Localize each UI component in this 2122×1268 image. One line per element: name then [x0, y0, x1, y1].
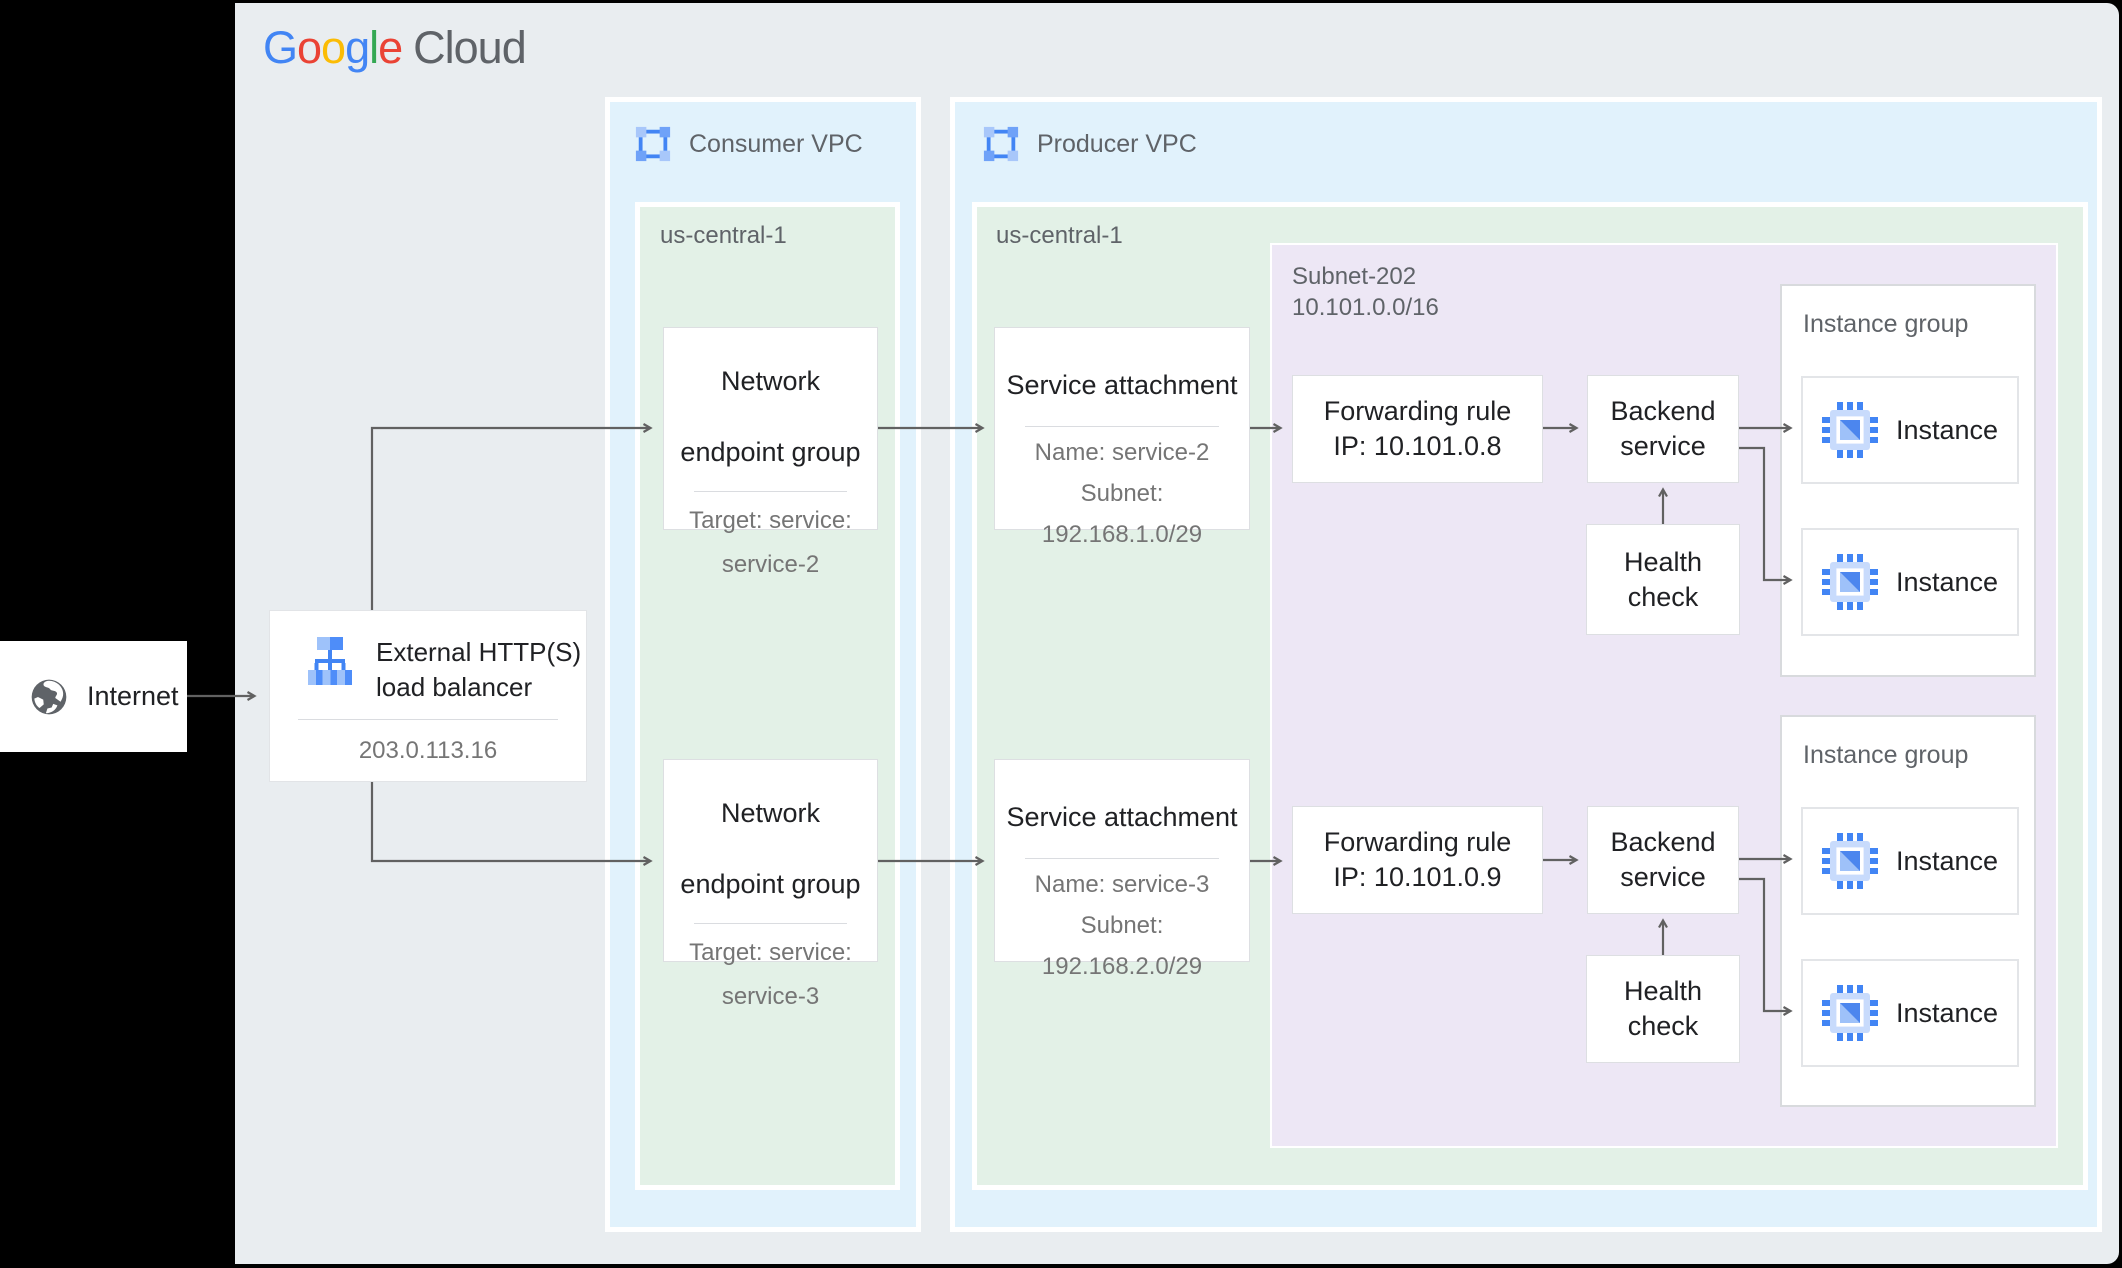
lb-ip-address: 203.0.113.16 — [358, 737, 498, 764]
sa2-sub-line2: Subnet: — [1080, 912, 1164, 939]
bs2-line2: service — [1620, 862, 1706, 892]
sa2-sub-line3: 192.168.2.0/29 — [1041, 953, 1203, 980]
subnet-label: Subnet-202 10.101.0.0/16 — [1292, 261, 1439, 323]
consumer-vpc-header: Consumer VPC — [634, 122, 863, 166]
lb-title-line1: External HTTP(S) — [376, 637, 582, 667]
producer-region-label: us-central-1 — [996, 222, 1123, 249]
fr2-line2: IP: 10.101.0.9 — [1333, 862, 1502, 892]
instance-node: Instance — [1801, 959, 2019, 1067]
google-wordmark: Google — [263, 22, 403, 73]
instance-node: Instance — [1801, 807, 2019, 915]
cloud-wordmark: Cloud — [413, 22, 527, 73]
lb-divider — [298, 719, 558, 720]
load-balancer-icon — [308, 637, 352, 685]
neg2-title-line1: Network — [720, 798, 821, 828]
subnet-name: Subnet-202 — [1292, 263, 1417, 290]
service-attachment-node-1: Service attachment Name: service-2 Subne… — [994, 327, 1250, 548]
forwarding-rule-node-2: Forwarding rule IP: 10.101.0.9 — [1292, 806, 1543, 914]
instance-icon — [1821, 554, 1878, 610]
neg1-sub-line2: service-2 — [721, 551, 820, 578]
vpc-icon — [983, 126, 1019, 162]
internet-node: Internet — [0, 641, 187, 752]
consumer-vpc-label: Consumer VPC — [689, 129, 863, 158]
hc2-line1: Health — [1623, 976, 1703, 1006]
backend-service-node-1: Backend service — [1587, 375, 1739, 483]
neg2-title-line2: endpoint group — [680, 869, 861, 899]
instance-icon — [1821, 402, 1878, 458]
instance-node: Instance — [1801, 528, 2019, 636]
load-balancer-node: External HTTP(S) load balancer 203.0.113… — [269, 610, 587, 782]
backend-service-node-2: Backend service — [1587, 806, 1739, 914]
bs1-line1: Backend — [1610, 396, 1716, 426]
service-attachment-node-2: Service attachment Name: service-3 Subne… — [994, 759, 1250, 980]
sa2-divider — [1025, 858, 1219, 859]
instance-group-1: Instance group Instance — [1780, 284, 2036, 677]
sa2-title: Service attachment — [1006, 802, 1238, 832]
internet-label: Internet — [87, 681, 179, 711]
hc1-line1: Health — [1623, 546, 1703, 577]
sa1-divider — [1025, 426, 1219, 427]
producer-vpc-label: Producer VPC — [1037, 129, 1197, 158]
sa1-sub-line1: Name: service-2 — [1034, 439, 1210, 466]
neg1-title-line1: Network — [720, 366, 821, 396]
health-check-node-1: Health check — [1586, 524, 1740, 635]
health-check-node-2: Health check — [1586, 955, 1740, 1063]
producer-vpc-header: Producer VPC — [982, 122, 1197, 166]
fr1-line2: IP: 10.101.0.8 — [1333, 431, 1502, 461]
instance-group-2: Instance group Instance — [1780, 715, 2036, 1107]
neg1-divider — [694, 491, 847, 492]
instance-label: Instance — [1895, 997, 1999, 1028]
load-balancer-title: External HTTP(S) load balancer — [376, 635, 581, 705]
instance-label: Instance — [1895, 566, 1999, 597]
subnet-cidr: 10.101.0.0/16 — [1292, 294, 1439, 321]
instance-icon — [1821, 985, 1878, 1041]
instance-group-2-label: Instance group — [1803, 741, 1969, 769]
sa1-sub-line3: 192.168.1.0/29 — [1041, 521, 1203, 548]
bs1-line2: service — [1620, 431, 1706, 461]
sa1-title: Service attachment — [1006, 370, 1238, 400]
instance-icon — [1821, 833, 1878, 889]
neg1-title-line2: endpoint group — [680, 437, 861, 467]
fr1-line1: Forwarding rule — [1323, 396, 1512, 426]
fr2-line1: Forwarding rule — [1323, 827, 1512, 857]
network-endpoint-group-node-2: Network endpoint group Target: service: … — [663, 759, 878, 1010]
instance-label: Instance — [1895, 414, 1999, 445]
hc1-line2: check — [1627, 581, 1699, 612]
neg2-divider — [694, 923, 847, 924]
instance-node: Instance — [1801, 376, 2019, 484]
instance-label: Instance — [1895, 845, 1999, 876]
globe-icon — [31, 679, 67, 714]
consumer-region-label: us-central-1 — [660, 222, 787, 249]
bs2-line1: Backend — [1610, 827, 1716, 857]
lb-title-line2: load balancer — [376, 672, 533, 702]
sa2-sub-line1: Name: service-3 — [1034, 871, 1210, 898]
neg2-sub-line1: Target: service: — [689, 939, 852, 966]
neg1-sub-line1: Target: service: — [689, 507, 852, 534]
network-endpoint-group-node-1: Network endpoint group Target: service: … — [663, 327, 878, 578]
forwarding-rule-node-1: Forwarding rule IP: 10.101.0.8 — [1292, 375, 1543, 483]
hc2-line2: check — [1627, 1011, 1699, 1041]
sa1-sub-line2: Subnet: — [1080, 480, 1164, 507]
vpc-icon — [635, 126, 671, 162]
neg2-sub-line2: service-3 — [721, 983, 820, 1010]
instance-group-1-label: Instance group — [1803, 310, 1969, 338]
